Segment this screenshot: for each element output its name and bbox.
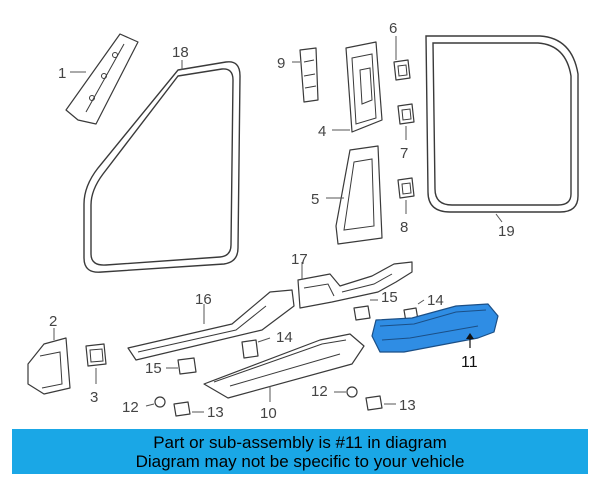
part-12-screw-right: 12: [311, 383, 358, 400]
info-banner: Part or sub-assembly is #11 in diagram D…: [12, 429, 588, 474]
callout-18: 18: [172, 44, 189, 61]
parts-diagram: 1 18 9 4 6 7 8: [27, 20, 579, 422]
callout-15a: 15: [381, 289, 398, 306]
part-18-front-door-seal: 18: [83, 44, 241, 273]
part-14-clip-lower: 14: [241, 329, 293, 359]
callout-17: 17: [291, 251, 308, 268]
part-12-screw: 12: [122, 396, 166, 416]
callout-1: 1: [58, 65, 66, 82]
callout-16: 16: [195, 291, 212, 308]
part-11-scuff-plate-highlighted: 11: [371, 303, 499, 371]
part-13-clip: 13: [173, 401, 224, 421]
part-5-b-pillar-lower-trim: 5: [311, 145, 383, 245]
part-15-fastener: 15: [353, 289, 398, 321]
part-2-bracket: 2: [27, 313, 71, 395]
callout-14b: 14: [276, 329, 293, 346]
part-19-rear-door-seal: 19: [425, 35, 579, 240]
callout-4: 4: [318, 123, 326, 140]
callout-6: 6: [389, 20, 397, 37]
callout-11: 11: [461, 354, 478, 371]
part-7-clip: 7: [397, 103, 415, 162]
part-17-rear-sill-trim: 17: [291, 251, 413, 309]
callout-9: 9: [277, 55, 285, 72]
part-9-bracket: 9: [277, 47, 319, 103]
part-4-b-pillar-upper-trim: 4: [318, 41, 383, 140]
banner-line-2: Diagram may not be specific to your vehi…: [135, 451, 465, 471]
callout-8: 8: [400, 219, 408, 236]
callout-7: 7: [400, 145, 408, 162]
part-16-front-sill-trim: 16: [127, 289, 295, 361]
callout-12b: 12: [311, 383, 328, 400]
part-8-clip: 8: [397, 177, 415, 236]
callout-19: 19: [498, 223, 515, 240]
part-13-clip-right: 13: [365, 395, 416, 414]
callout-12a: 12: [122, 399, 139, 416]
banner-line-1: Part or sub-assembly is #11 in diagram: [153, 432, 447, 452]
callout-13b: 13: [399, 397, 416, 414]
callout-13a: 13: [207, 404, 224, 421]
part-3-clip: 3: [85, 343, 107, 406]
callout-14a: 14: [427, 292, 444, 309]
callout-2: 2: [49, 313, 57, 330]
callout-3: 3: [90, 389, 98, 406]
callout-10: 10: [260, 405, 277, 422]
part-1-a-pillar-trim: 1: [58, 33, 139, 125]
callout-15b: 15: [145, 360, 162, 377]
part-6-clip: 6: [389, 20, 411, 81]
part-15-fastener-lower: 15: [145, 357, 197, 377]
part-10-sill-plate: 10: [203, 333, 365, 422]
callout-5: 5: [311, 191, 319, 208]
